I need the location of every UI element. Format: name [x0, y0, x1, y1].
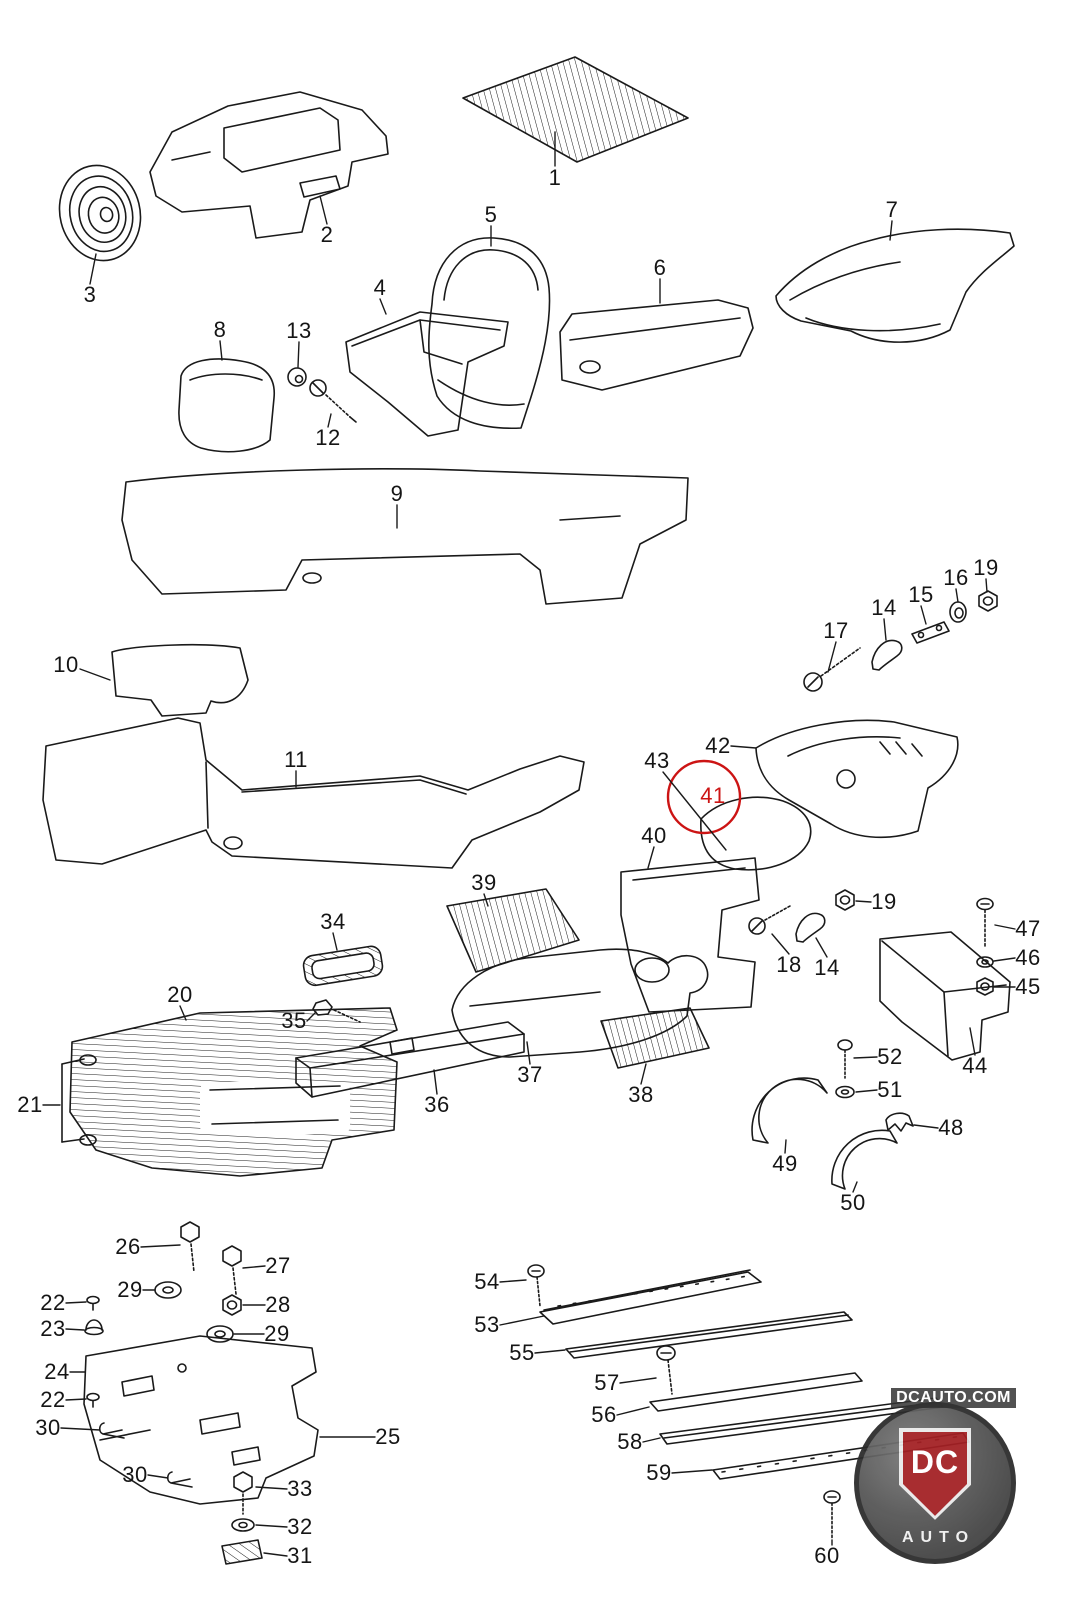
part-18-screw — [748, 905, 791, 935]
part-31-plate — [221, 1539, 263, 1565]
part-22-grommet-a — [86, 1295, 100, 1311]
part-41-highlight-circle — [666, 759, 742, 835]
watermark-initials: DC — [910, 1443, 960, 1480]
part-15-plate — [911, 621, 950, 644]
part-24-25-panel — [83, 1335, 319, 1505]
part-32-washer — [231, 1518, 255, 1532]
part-22-grommet-b — [86, 1392, 100, 1408]
part-38-mat — [600, 1007, 710, 1069]
part-2-floor-panel — [149, 91, 389, 239]
part-48-clip — [885, 1112, 914, 1132]
part-36-sill — [295, 1021, 525, 1098]
part-28-nut — [222, 1294, 242, 1316]
part-27-bolt — [222, 1245, 242, 1295]
part-3-grommet-ring — [58, 164, 142, 262]
part-34-bracket — [302, 945, 384, 987]
part-19-nut-b — [835, 889, 855, 911]
part-29-washer-b — [206, 1325, 234, 1343]
part-55-strip — [565, 1311, 853, 1359]
leader-lines — [42, 131, 1016, 1557]
part-60-screw — [823, 1490, 841, 1539]
part-57-screw — [656, 1345, 676, 1395]
part-4-panel — [345, 311, 509, 437]
part-8-panel — [178, 358, 275, 453]
part-30-clip-b — [166, 1471, 193, 1488]
part-14-hook-b — [795, 912, 826, 943]
part-20-floor-mat — [69, 1007, 398, 1177]
part-10-panel — [111, 644, 249, 717]
part-49-trim — [751, 1077, 828, 1144]
part-23-grommet — [84, 1319, 104, 1336]
part-26-bolt — [180, 1221, 200, 1273]
part-6-panel — [559, 299, 754, 391]
part-50-trim — [831, 1129, 898, 1190]
part-42-panel — [755, 719, 959, 839]
part-44-panel — [879, 931, 1011, 1061]
part-17-screw — [803, 647, 861, 692]
watermark-circle: DC AUTO — [854, 1402, 1016, 1564]
part-12-screw — [309, 379, 357, 423]
part-41-panel — [700, 796, 812, 871]
part-7-panel — [775, 228, 1015, 343]
part-30-clip-a — [98, 1422, 125, 1439]
part-16-grommet — [949, 601, 967, 623]
part-37-panel — [451, 948, 709, 1058]
watermark-name: AUTO — [901, 1529, 976, 1546]
part-39-mat — [446, 888, 580, 973]
part-1-mat — [462, 56, 689, 163]
part-9-floor-piece — [121, 468, 689, 605]
part-40-panel — [620, 857, 760, 1013]
part-29-washer-a — [154, 1281, 182, 1299]
part-53-sill-strip — [539, 1269, 762, 1325]
part-41-highlight — [666, 759, 742, 835]
watermark-shield: DC — [899, 1427, 971, 1520]
part-56-strip — [649, 1372, 863, 1412]
part-51-washer — [835, 1085, 855, 1099]
part-54-screw — [527, 1264, 545, 1307]
part-52-screw — [837, 1039, 853, 1079]
part-13-grommet — [287, 367, 307, 387]
part-19-nut-a — [978, 590, 998, 612]
part-21-bracket — [61, 1054, 97, 1146]
watermark-domain: DCAUTO.COM — [891, 1388, 1016, 1408]
part-33-bolt — [233, 1471, 253, 1515]
part-5-side-panel — [428, 237, 551, 430]
part-14-hook-a — [871, 639, 903, 671]
watermark-badge: DCAUTO.COM DC AUTO — [850, 1384, 1022, 1576]
part-11-panel — [42, 717, 585, 869]
part-47-screw — [976, 897, 994, 949]
